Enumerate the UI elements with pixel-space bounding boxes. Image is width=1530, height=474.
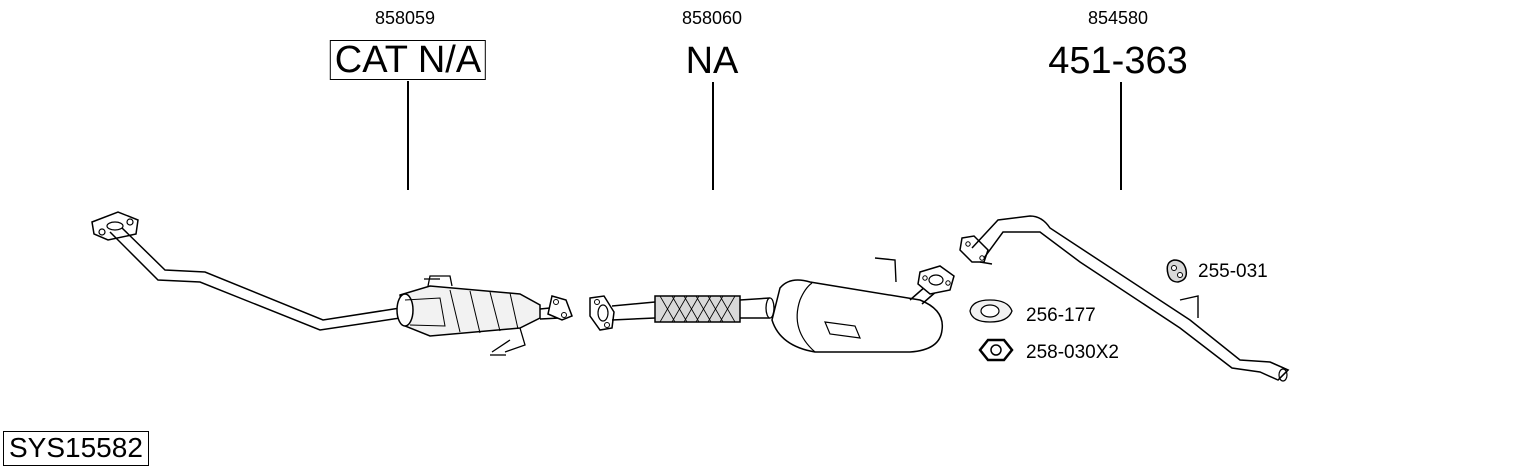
- accessory-label-258-030x2: 258-030X2: [1026, 342, 1119, 363]
- gasket-icon: [969, 299, 1013, 323]
- part-description-catalytic: CAT N/A: [329, 40, 487, 80]
- rubber-hanger-icon: [1166, 259, 1188, 283]
- rear-tail-pipe: [959, 215, 1290, 382]
- accessory-label-256-177: 256-177: [1026, 305, 1096, 326]
- leader-line-middle: [712, 82, 714, 190]
- part-number-858059: 858059: [374, 8, 436, 28]
- leader-line-rear: [1120, 82, 1122, 190]
- front-pipe-with-catalytic-converter: [91, 211, 573, 356]
- part-number-858060: 858060: [681, 8, 743, 28]
- accessory-label-255-031: 255-031: [1198, 261, 1268, 282]
- part-description-middle: NA: [685, 40, 739, 82]
- hex-nut-icon: [978, 338, 1014, 362]
- middle-silencer-with-flex-pipe: [589, 257, 955, 353]
- part-description-rear: 451-363: [1048, 40, 1188, 82]
- leader-line-catalytic: [407, 81, 409, 190]
- part-number-854580: 854580: [1087, 8, 1149, 28]
- system-code: SYS15582: [3, 431, 149, 466]
